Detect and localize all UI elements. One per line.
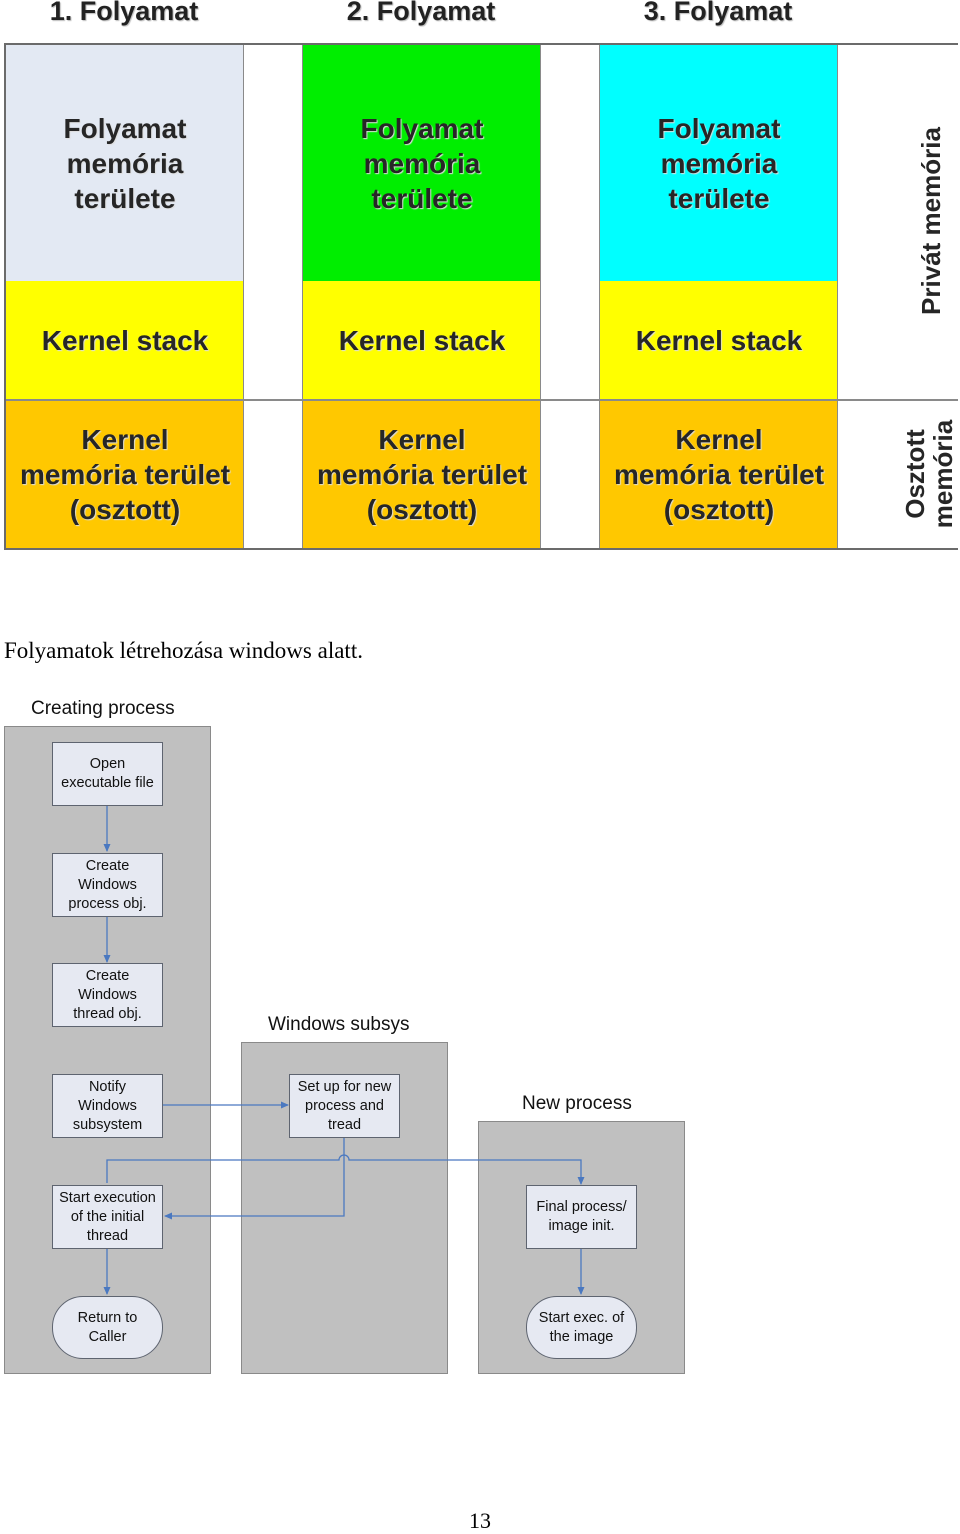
process-2-kernel-stack: Kernel stack [303, 281, 541, 399]
step-setup-new-process: Set up for new process and tread [289, 1074, 400, 1138]
process-2-memory-area: Folyamat memória területe [303, 45, 541, 281]
step-start-image: Start exec. of the image [526, 1296, 637, 1359]
column-separator [837, 45, 838, 548]
arrow-to-final-init [106, 1154, 585, 1185]
figure-caption: Folyamatok létrehozása windows alatt. [4, 638, 363, 663]
step-start-execution: Start execution of the initial thread [52, 1185, 163, 1249]
process-1-kernel-stack: Kernel stack [6, 281, 244, 399]
process-2-kernel-area: Kernel memória terület (osztott) [303, 401, 541, 548]
frame-left-line [4, 43, 6, 550]
frame-bottom-line [4, 548, 958, 550]
process-1-kernel-area: Kernel memória terület (osztott) [6, 401, 244, 548]
step-open-executable-file: Open executable file [52, 742, 163, 806]
column-separator [599, 45, 600, 548]
process-3-title: 3. Folyamat [643, 0, 793, 26]
lane-title-creating-process: Creating process [31, 698, 175, 719]
column-separator [302, 45, 303, 548]
process-3-kernel-area: Kernel memória terület (osztott) [600, 401, 838, 548]
column-separator [540, 45, 541, 548]
step-final-process-init: Final process/ image init. [526, 1185, 637, 1249]
step-create-process-object: Create Windows process obj. [52, 853, 163, 917]
process-1-memory-area: Folyamat memória területe [6, 45, 244, 281]
frame-top-line [4, 43, 958, 45]
column-separator [243, 45, 244, 548]
lane-title-windows-subsys: Windows subsys [268, 1014, 410, 1035]
process-2-title: 2. Folyamat [346, 0, 496, 26]
lane-title-new-process: New process [522, 1093, 632, 1114]
process-3-kernel-stack: Kernel stack [600, 281, 838, 399]
step-return-to-caller: Return to Caller [52, 1296, 163, 1359]
page-number: 13 [469, 1508, 491, 1533]
step-notify-subsystem: Notify Windows subsystem [52, 1074, 163, 1138]
process-3-memory-area: Folyamat memória területe [600, 45, 838, 281]
process-1-title: 1. Folyamat [49, 0, 199, 26]
arrow-setup-to-start-exec [164, 1138, 345, 1220]
step-create-thread-object: Create Windows thread obj. [52, 963, 163, 1027]
frame-middle-line [4, 399, 958, 401]
